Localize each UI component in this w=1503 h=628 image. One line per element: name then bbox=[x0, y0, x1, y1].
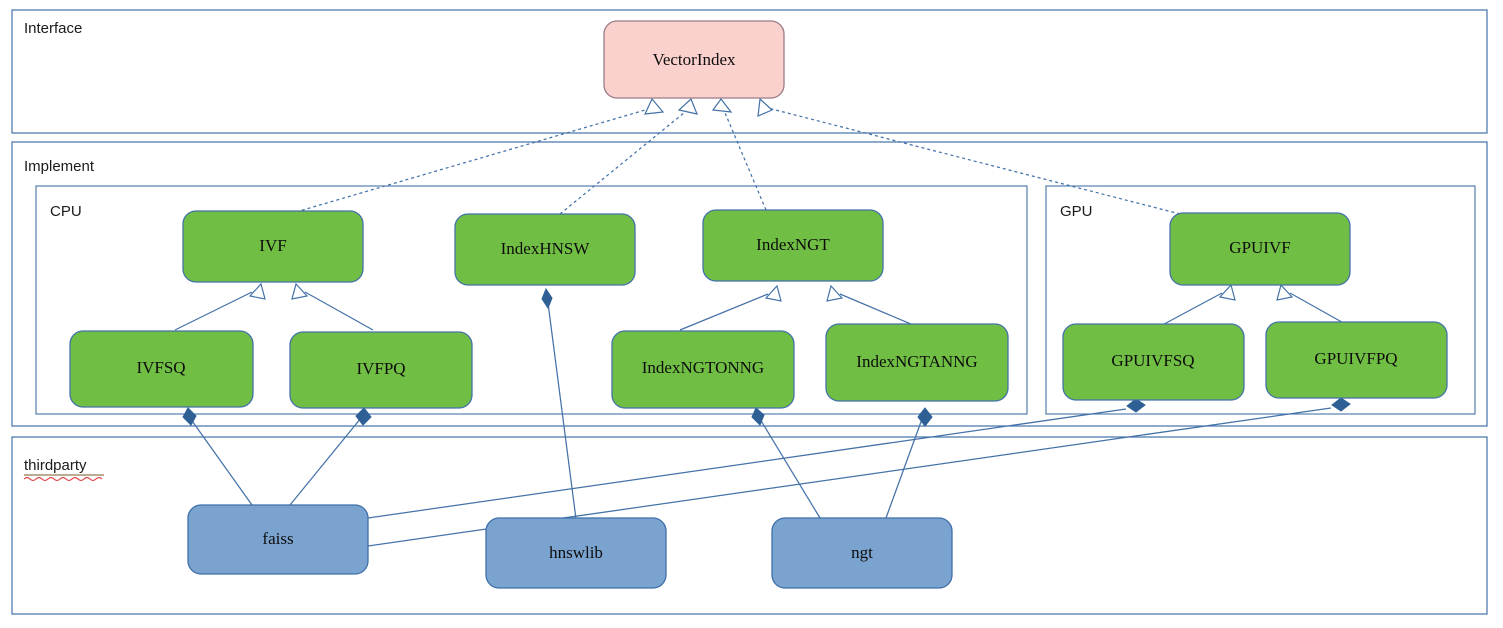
node-gpuivf[interactable]: GPUIVF bbox=[1169, 212, 1351, 286]
edge-ivfsq-ivf bbox=[174, 282, 266, 331]
node-ivf-box[interactable] bbox=[182, 210, 364, 283]
edge-indexngt-vectorindex bbox=[711, 97, 767, 211]
node-indexngtonng-box[interactable] bbox=[611, 330, 795, 409]
edge-indexhnsw-vectorindex bbox=[559, 97, 698, 215]
node-ivfpq-box[interactable] bbox=[289, 331, 473, 409]
node-ivfsq[interactable]: IVFSQ bbox=[69, 330, 254, 408]
node-ivfsq-box[interactable] bbox=[69, 330, 254, 408]
node-gpuivfsq[interactable]: GPUIVFSQ bbox=[1062, 323, 1245, 401]
node-gpuivf-label: GPUIVF bbox=[1229, 238, 1290, 257]
edge-ivfpq-ivf bbox=[291, 282, 374, 331]
node-gpuivfpq-label: GPUIVFPQ bbox=[1314, 349, 1397, 368]
node-faiss-label: faiss bbox=[262, 529, 293, 548]
node-indexngtanng-box[interactable] bbox=[825, 323, 1009, 402]
node-vectorindex[interactable]: VectorIndex bbox=[603, 20, 785, 99]
node-ivfpq[interactable]: IVFPQ bbox=[289, 331, 473, 409]
edge-ivf-vectorindex bbox=[295, 97, 665, 213]
edge-faiss-ivfsq bbox=[182, 407, 253, 506]
spellcheck-squiggle-icon bbox=[23, 476, 103, 482]
node-ivfpq-label: IVFPQ bbox=[356, 359, 405, 378]
node-vectorindex-box[interactable] bbox=[603, 20, 785, 99]
node-indexhnsw-label: IndexHNSW bbox=[501, 239, 591, 258]
edge-ngt-indexngtanng bbox=[885, 407, 933, 519]
node-gpuivfpq[interactable]: GPUIVFPQ bbox=[1265, 321, 1448, 399]
group-cpu-label: CPU bbox=[50, 203, 82, 220]
node-hnswlib[interactable]: hnswlib bbox=[485, 517, 667, 589]
group-thirdparty-label: thirdparty bbox=[24, 457, 87, 474]
node-hnswlib-label: hnswlib bbox=[549, 543, 603, 562]
node-gpuivfpq-box[interactable] bbox=[1265, 321, 1448, 399]
node-indexngt-label: IndexNGT bbox=[756, 235, 830, 254]
group-implement-label: Implement bbox=[24, 158, 95, 175]
edge-indexngtonng-indexngt bbox=[679, 284, 782, 331]
edge-faiss-gpuivfsq bbox=[367, 398, 1146, 519]
node-indexngtanng-label: IndexNGTANNG bbox=[856, 352, 977, 371]
node-indexhnsw[interactable]: IndexHNSW bbox=[454, 213, 636, 286]
node-gpuivf-box[interactable] bbox=[1169, 212, 1351, 286]
group-interface-label: Interface bbox=[24, 20, 82, 37]
node-gpuivfsq-label: GPUIVFSQ bbox=[1111, 351, 1194, 370]
edge-ngt-indexngtonng bbox=[751, 407, 821, 519]
node-hnswlib-box[interactable] bbox=[485, 517, 667, 589]
node-indexhnsw-box[interactable] bbox=[454, 213, 636, 286]
edge-hnswlib-indexhnsw bbox=[541, 287, 577, 520]
edge-faiss-ivfpq bbox=[289, 407, 372, 506]
node-faiss[interactable]: faiss bbox=[187, 504, 369, 575]
group-gpu-label: GPU bbox=[1060, 203, 1093, 220]
node-ivf[interactable]: IVF bbox=[182, 210, 364, 283]
node-ngt-label: ngt bbox=[851, 543, 873, 562]
node-indexngt[interactable]: IndexNGT bbox=[702, 209, 884, 282]
node-ngt-box[interactable] bbox=[771, 517, 953, 589]
edge-gpuivf-vectorindex bbox=[757, 97, 1181, 215]
node-faiss-box[interactable] bbox=[187, 504, 369, 575]
node-indexngtanng[interactable]: IndexNGTANNG bbox=[825, 323, 1009, 402]
node-ngt[interactable]: ngt bbox=[771, 517, 953, 589]
node-indexngtonng-label: IndexNGTONNG bbox=[642, 358, 764, 377]
node-indexngt-box[interactable] bbox=[702, 209, 884, 282]
node-gpuivfsq-box[interactable] bbox=[1062, 323, 1245, 401]
node-ivf-label: IVF bbox=[259, 236, 286, 255]
node-vectorindex-label: VectorIndex bbox=[652, 50, 736, 69]
node-ivfsq-label: IVFSQ bbox=[136, 358, 185, 377]
node-indexngtonng[interactable]: IndexNGTONNG bbox=[611, 330, 795, 409]
